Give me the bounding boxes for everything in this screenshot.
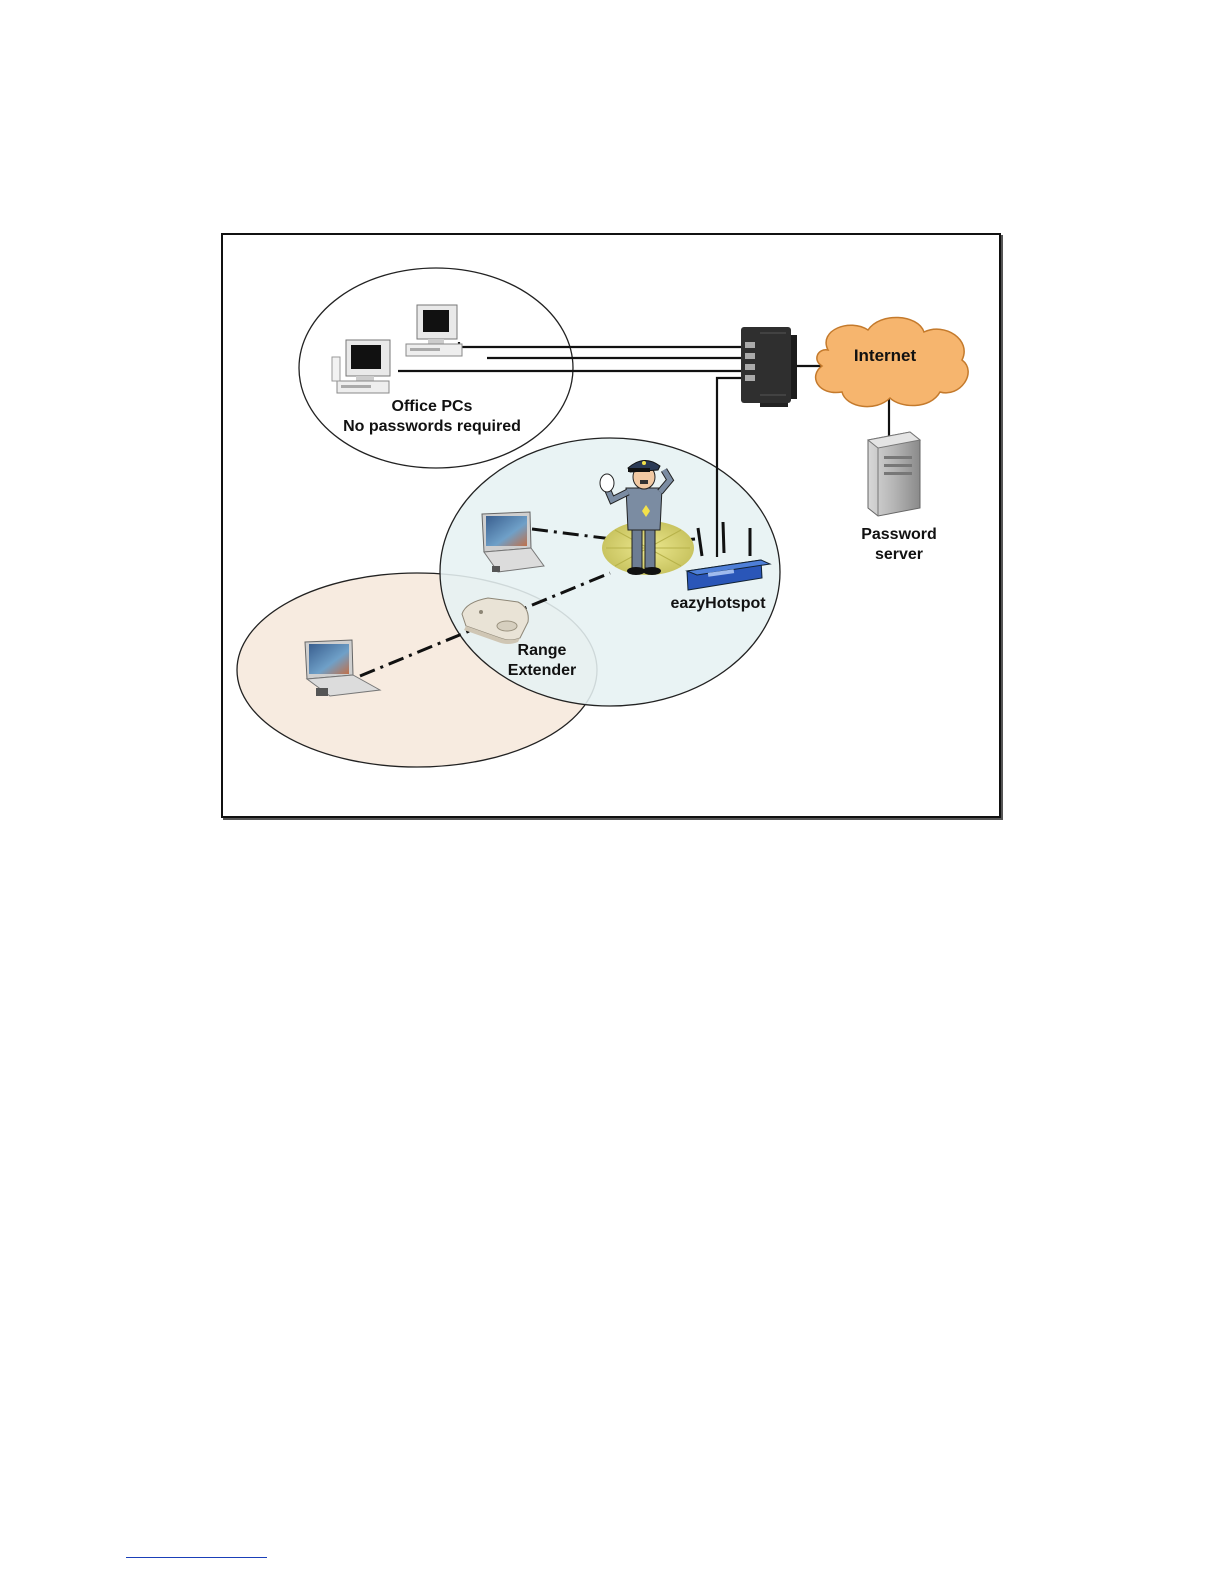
password-server-label-line1: Password	[861, 526, 937, 543]
eazyhotspot-label: eazyHotspot	[670, 595, 766, 612]
switch-icon	[741, 327, 797, 407]
internet-cloud-icon: Internet	[816, 317, 969, 406]
internet-label: Internet	[854, 346, 917, 365]
footnote-rule	[126, 1557, 267, 1558]
password-server-icon	[868, 432, 920, 516]
office-pcs-label: Office PCs	[392, 398, 473, 415]
no-passwords-label: No passwords required	[343, 418, 521, 435]
password-server-label-line2: server	[875, 546, 923, 563]
range-extender-label-line2: Extender	[508, 662, 576, 679]
range-extender-label-line1: Range	[518, 642, 567, 659]
